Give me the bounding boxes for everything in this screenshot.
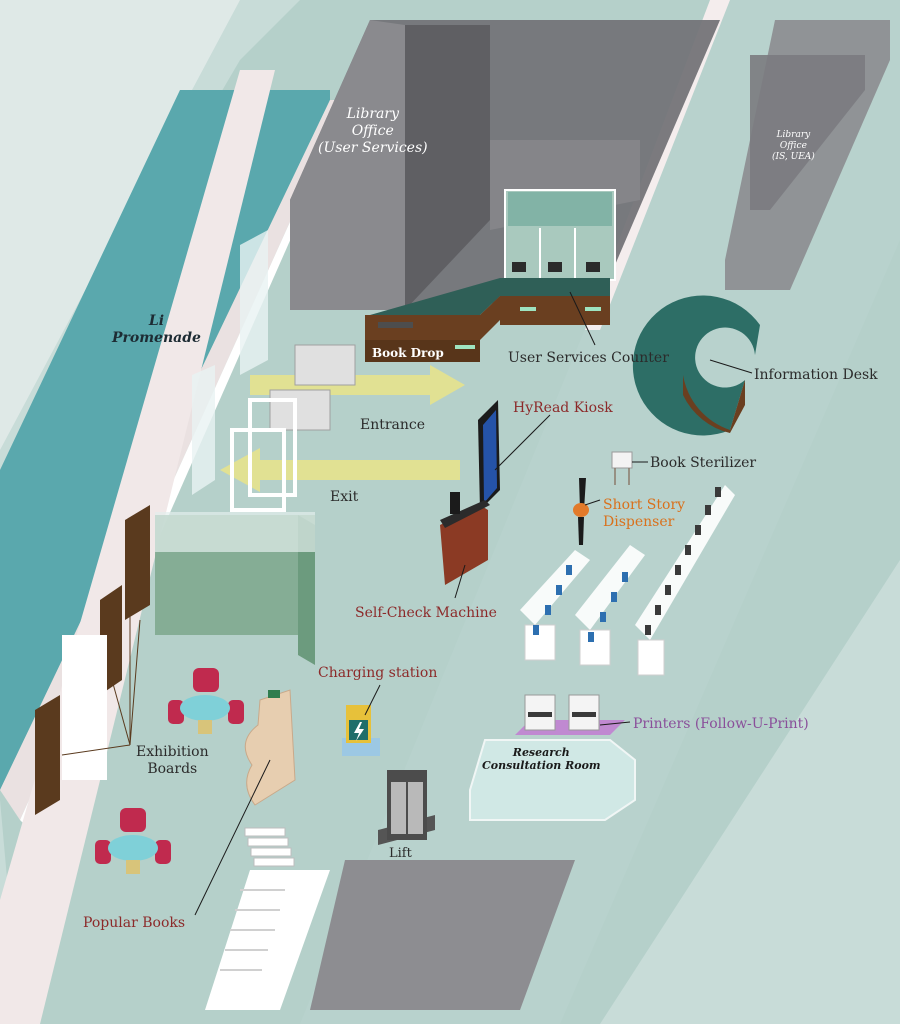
dispenser-head <box>573 503 589 517</box>
chair-icon <box>95 808 171 874</box>
self-check-machine <box>440 505 488 585</box>
office-is-uea-inner <box>750 55 865 210</box>
label-short-story-dispenser: Short Story Dispenser <box>603 497 686 530</box>
label-pointer-lines <box>194 291 753 916</box>
research-consultation-room <box>469 739 636 821</box>
grey-floor-area <box>310 860 575 1010</box>
user-services-counter-top <box>370 278 610 315</box>
office-side-wall <box>290 20 405 310</box>
computer-icon <box>512 262 600 272</box>
self-check-top <box>440 500 490 528</box>
exhibition-pointer-lines <box>61 600 141 756</box>
label-hyread-kiosk: HyRead Kiosk <box>513 400 613 416</box>
computer-icon <box>645 487 721 635</box>
label-library-office-user-services: Library Office (User Services) <box>318 106 428 156</box>
exhibition-board <box>125 505 150 620</box>
label-book-drop: Book Drop <box>372 346 444 360</box>
label-self-check-machine: Self-Check Machine <box>355 605 497 621</box>
book-drop-front <box>365 340 480 362</box>
label-li-promenade: Li Promenade <box>112 313 201 346</box>
label-popular-books: Popular Books <box>83 915 186 931</box>
computer-icon <box>533 565 628 642</box>
chair-icon <box>168 668 244 734</box>
arrow-icon <box>220 448 460 492</box>
staircase <box>205 870 330 1010</box>
label-charging-station: Charging station <box>318 665 438 681</box>
label-book-sterilizer: Book Sterilizer <box>650 455 757 471</box>
label-user-services-counter: User Services Counter <box>508 350 669 366</box>
label-research-consultation-room: Research Consultation Room <box>482 746 601 773</box>
kiosk-screen <box>483 410 497 503</box>
green-room-side <box>298 515 315 665</box>
book-drop-slot <box>378 322 413 328</box>
glass-door <box>192 365 215 495</box>
exhibition-panel <box>62 635 107 780</box>
glass-door <box>240 230 268 375</box>
label-entrance: Entrance <box>360 417 426 433</box>
popular-books-shelf <box>244 689 296 806</box>
stair-upper <box>244 827 295 867</box>
display-sign-panel <box>508 192 612 226</box>
computer-rows <box>520 485 735 676</box>
short-story-dispenser <box>579 478 586 510</box>
office-inner-wall <box>405 25 490 310</box>
label-library-office-is-uea: Library Office (IS, UEA) <box>772 130 815 162</box>
information-desk <box>632 295 760 436</box>
label-exhibition-boards: Exhibition Boards <box>136 744 209 777</box>
label-printers: Printers (Follow-U-Print) <box>633 716 809 732</box>
counter-light <box>455 345 475 349</box>
label-exit: Exit <box>330 489 359 505</box>
green-room-glass-top <box>155 512 315 552</box>
counter-light <box>585 307 601 311</box>
label-information-desk: Information Desk <box>754 367 878 383</box>
stair-steps <box>220 889 285 971</box>
book-icon <box>268 690 280 698</box>
book-sterilizer <box>611 451 633 469</box>
counter-front-left <box>365 296 500 340</box>
exhibition-board <box>35 695 60 815</box>
security-gates <box>230 344 356 512</box>
counter-light <box>520 307 536 311</box>
label-lift: Lift <box>389 846 412 861</box>
self-check-screen <box>450 492 460 514</box>
